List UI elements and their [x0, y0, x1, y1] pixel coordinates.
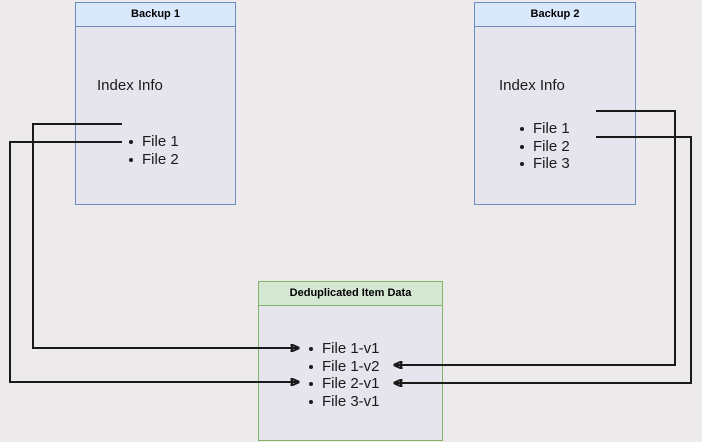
node-deduplicated-item-data-body: File 1-v1 File 1-v2 File 2-v1 File 3-v1 — [259, 306, 442, 442]
list-item[interactable]: File 3-v1 — [308, 393, 380, 411]
dedup-item-list: File 1-v1 File 1-v2 File 2-v1 File 3-v1 — [308, 340, 380, 410]
node-backup-1[interactable]: Backup 1 Index Info File 1 File 2 — [75, 2, 236, 205]
node-backup-1-header: Backup 1 — [76, 3, 235, 27]
node-backup-2[interactable]: Backup 2 Index Info File 1 File 2 File 3 — [474, 2, 636, 205]
backup-1-file-list: File 1 File 2 — [128, 133, 179, 168]
list-item[interactable]: File 1 — [128, 133, 179, 151]
node-backup-1-body: Index Info File 1 File 2 — [76, 27, 235, 206]
node-deduplicated-item-data[interactable]: Deduplicated Item Data File 1-v1 File 1-… — [258, 281, 443, 441]
list-item[interactable]: File 2 — [128, 151, 179, 169]
list-item[interactable]: File 2 — [519, 138, 570, 156]
node-deduplicated-item-data-header: Deduplicated Item Data — [259, 282, 442, 306]
node-backup-2-header: Backup 2 — [475, 3, 635, 27]
node-backup-2-body: Index Info File 1 File 2 File 3 — [475, 27, 635, 206]
list-item[interactable]: File 2-v1 — [308, 375, 380, 393]
backup-2-index-info-label: Index Info — [499, 77, 565, 94]
list-item[interactable]: File 3 — [519, 155, 570, 173]
list-item[interactable]: File 1-v2 — [308, 358, 380, 376]
list-item[interactable]: File 1 — [519, 120, 570, 138]
list-item[interactable]: File 1-v1 — [308, 340, 380, 358]
backup-2-file-list: File 1 File 2 File 3 — [519, 120, 570, 173]
backup-1-index-info-label: Index Info — [97, 77, 163, 94]
